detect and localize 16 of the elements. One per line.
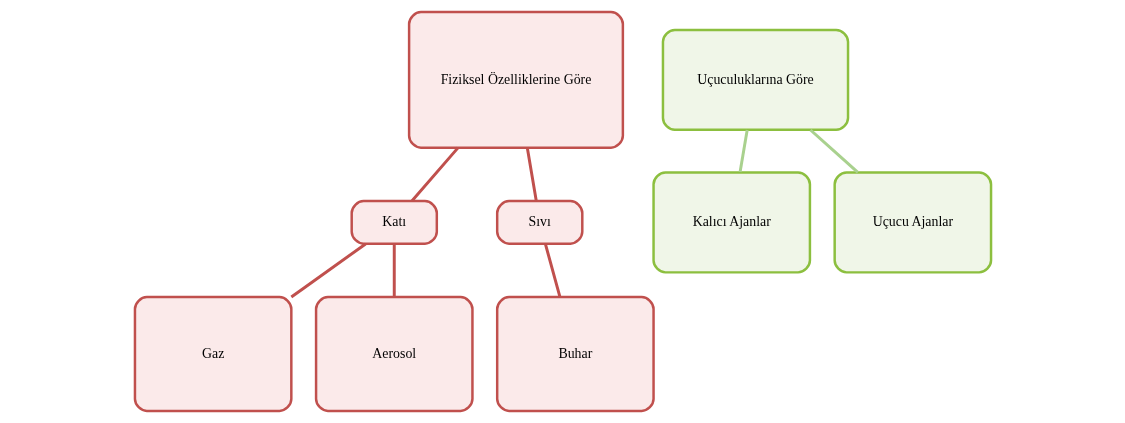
connector bbox=[543, 243, 561, 298]
connector bbox=[809, 128, 859, 174]
connector bbox=[738, 129, 749, 173]
connector bbox=[289, 242, 366, 299]
connector bbox=[392, 243, 396, 298]
node-box: Sıvı bbox=[495, 199, 584, 245]
node-box: Gaz bbox=[133, 295, 293, 413]
node-box: Katı bbox=[349, 199, 438, 245]
connector bbox=[410, 146, 459, 203]
node-box: Aerosol bbox=[314, 295, 474, 413]
node-box: Uçuculuklarına Göre bbox=[661, 28, 849, 132]
node-box: Buhar bbox=[495, 295, 655, 413]
connector bbox=[525, 147, 538, 202]
node-box: Fiziksel Özelliklerine Göre bbox=[407, 10, 624, 149]
node-box: Kalıcı Ajanlar bbox=[651, 171, 811, 274]
node-box: Uçucu Ajanlar bbox=[832, 171, 992, 274]
